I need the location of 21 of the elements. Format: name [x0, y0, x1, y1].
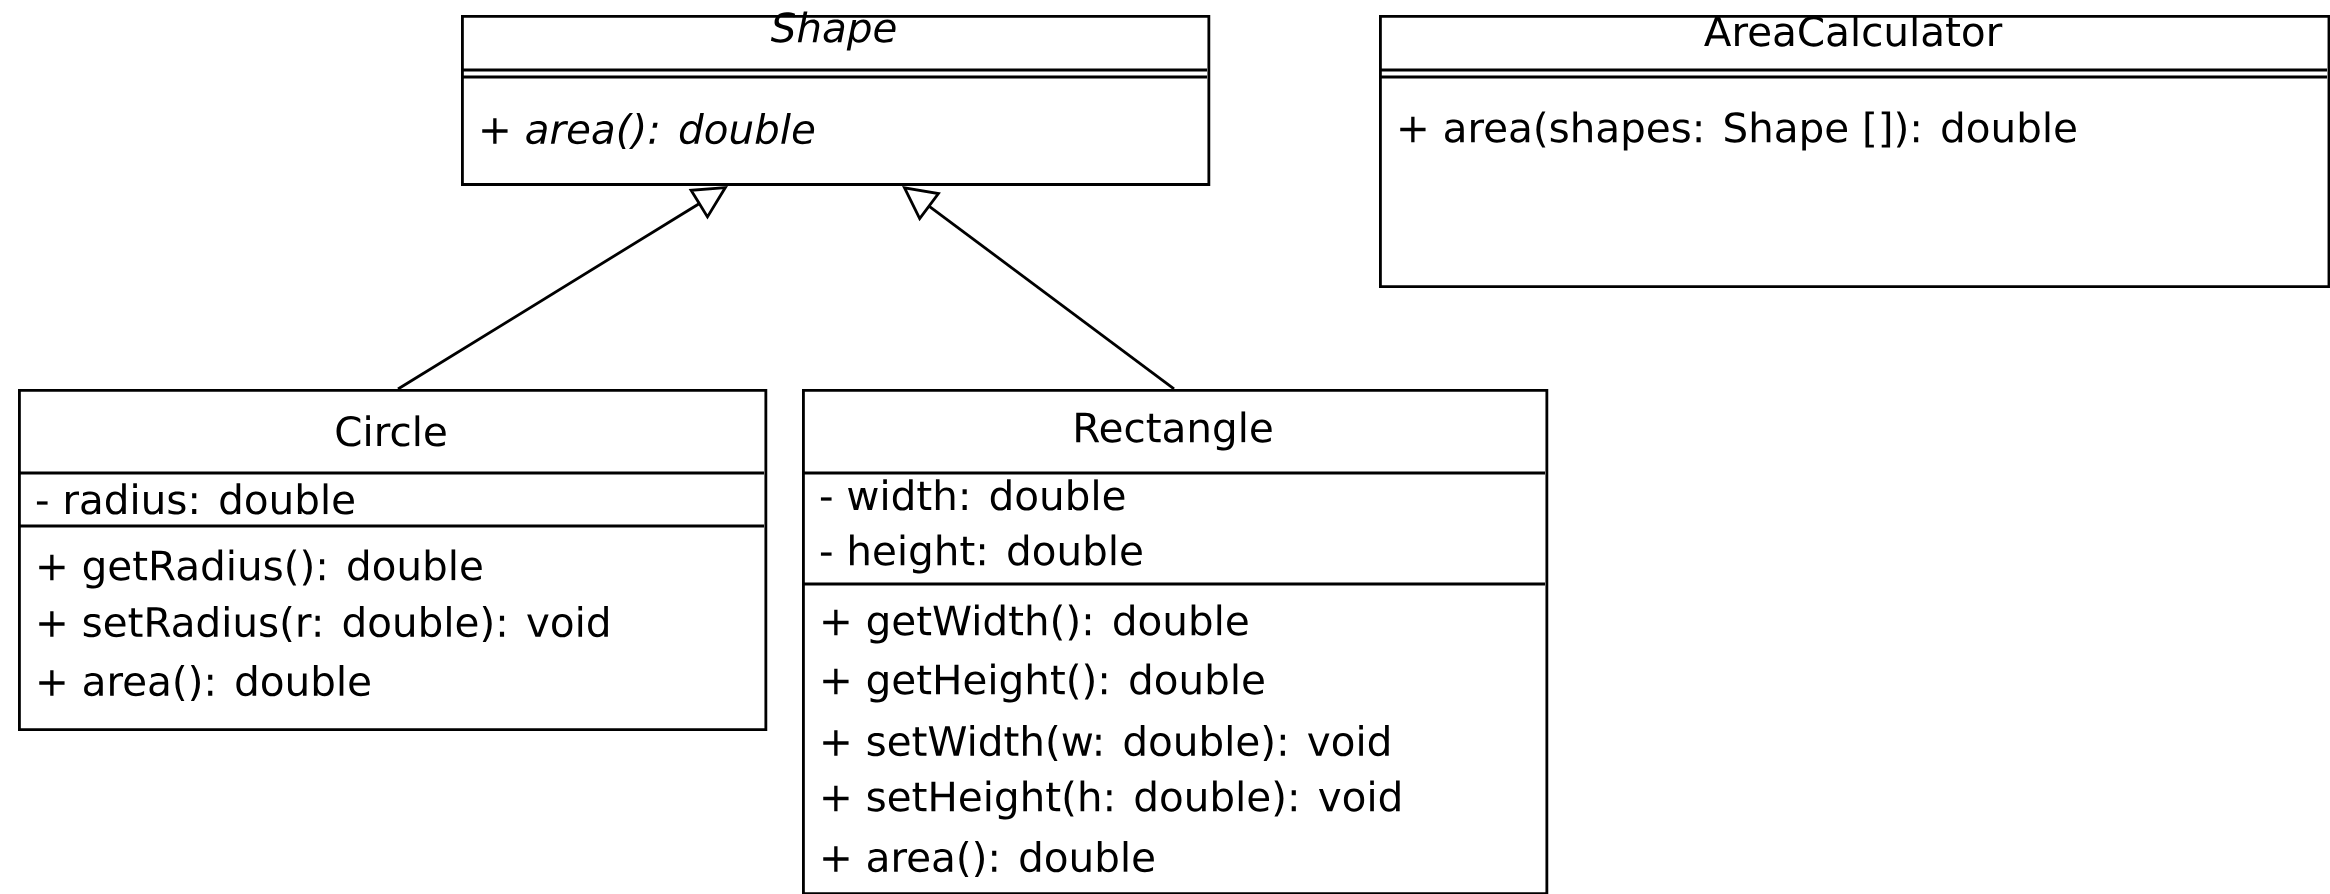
method-text: + getHeight(): double	[823, 663, 1264, 703]
class-name: Circle	[336, 415, 446, 447]
method-text: + getRadius(): double	[39, 549, 482, 589]
method-text: + area(): double	[823, 840, 1154, 878]
class-box	[1379, 15, 2330, 288]
method-text: + area(): double	[482, 112, 815, 150]
method-text: + area(shapes: Shape []): double	[1400, 111, 2076, 151]
class-name: AreaCalculator	[1704, 15, 2003, 47]
class-box	[18, 389, 768, 731]
attribute-text: - width: double	[820, 479, 1125, 511]
method-text: + setWidth(w: double): void	[823, 724, 1389, 762]
method-text: + getWidth(): double	[823, 604, 1248, 644]
method-text: + setHeight(h: double): void	[823, 780, 1400, 820]
class-box	[802, 389, 1549, 894]
method-text: + setRadius(r: double): void	[39, 605, 608, 643]
class-box	[461, 11, 1211, 186]
attribute-text: - radius: double	[36, 483, 354, 515]
method-text: + area(): double	[39, 664, 370, 702]
class-name: Rectangle	[1076, 411, 1272, 451]
class-name: Shape	[770, 11, 896, 51]
attribute-text: - height: double	[820, 534, 1142, 574]
